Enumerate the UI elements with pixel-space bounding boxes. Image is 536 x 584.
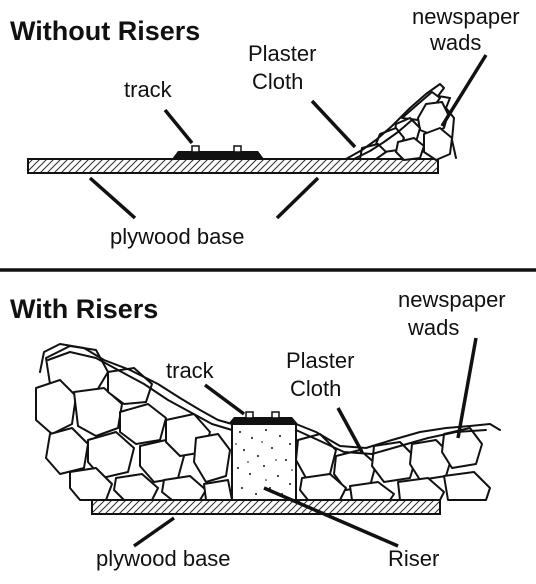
top-panel: Without Risers newspaper wads Plaster Cl…	[10, 4, 520, 249]
bottom-panel: With Risers newspaper wads Plaster Cloth…	[10, 287, 506, 571]
bottom-track-leader	[203, 383, 246, 416]
bottom-riser-label: Riser	[388, 546, 439, 571]
bottom-track-label: track	[166, 358, 215, 383]
top-plaster-cloth	[345, 83, 457, 160]
bottom-plaster-label: Plaster	[286, 348, 354, 373]
bottom-panel-title: With Risers	[10, 294, 158, 324]
top-plywood-leader-left	[88, 176, 137, 220]
bottom-newspaper-leader	[456, 337, 478, 439]
bottom-track	[228, 411, 298, 424]
top-newspaper-leader	[440, 54, 488, 127]
bottom-riser-block	[231, 423, 297, 501]
bottom-plaster-cloth-inner-left	[47, 351, 233, 431]
top-panel-title: Without Risers	[10, 16, 200, 46]
top-plywood-label: plywood base	[110, 224, 245, 249]
top-cloth-label: Cloth	[252, 69, 303, 94]
top-track	[172, 145, 264, 159]
bottom-plaster-leader	[336, 407, 364, 453]
top-plaster-cloth-inner	[353, 119, 413, 160]
top-wads-label: wads	[429, 30, 481, 55]
bottom-riser-leader	[263, 486, 399, 548]
top-plaster-label: Plaster	[248, 41, 316, 66]
top-plaster-leader	[310, 99, 357, 149]
top-track-leader	[163, 108, 194, 145]
bottom-cloth-label: Cloth	[290, 376, 341, 401]
top-track-label: track	[124, 77, 173, 102]
top-newspaper-label: newspaper	[412, 4, 520, 29]
top-newspaper-wads	[359, 91, 453, 161]
top-plywood-leader-right	[275, 176, 320, 220]
bottom-newspaper-label: newspaper	[398, 287, 506, 312]
bottom-plywood-label: plywood base	[96, 546, 231, 571]
bottom-plywood-leader	[132, 516, 176, 548]
bottom-plaster-cloth-inner-right	[295, 429, 487, 455]
top-plywood-board	[27, 158, 439, 174]
bottom-plywood-board	[91, 499, 441, 515]
bottom-wads-label: wads	[407, 315, 459, 340]
